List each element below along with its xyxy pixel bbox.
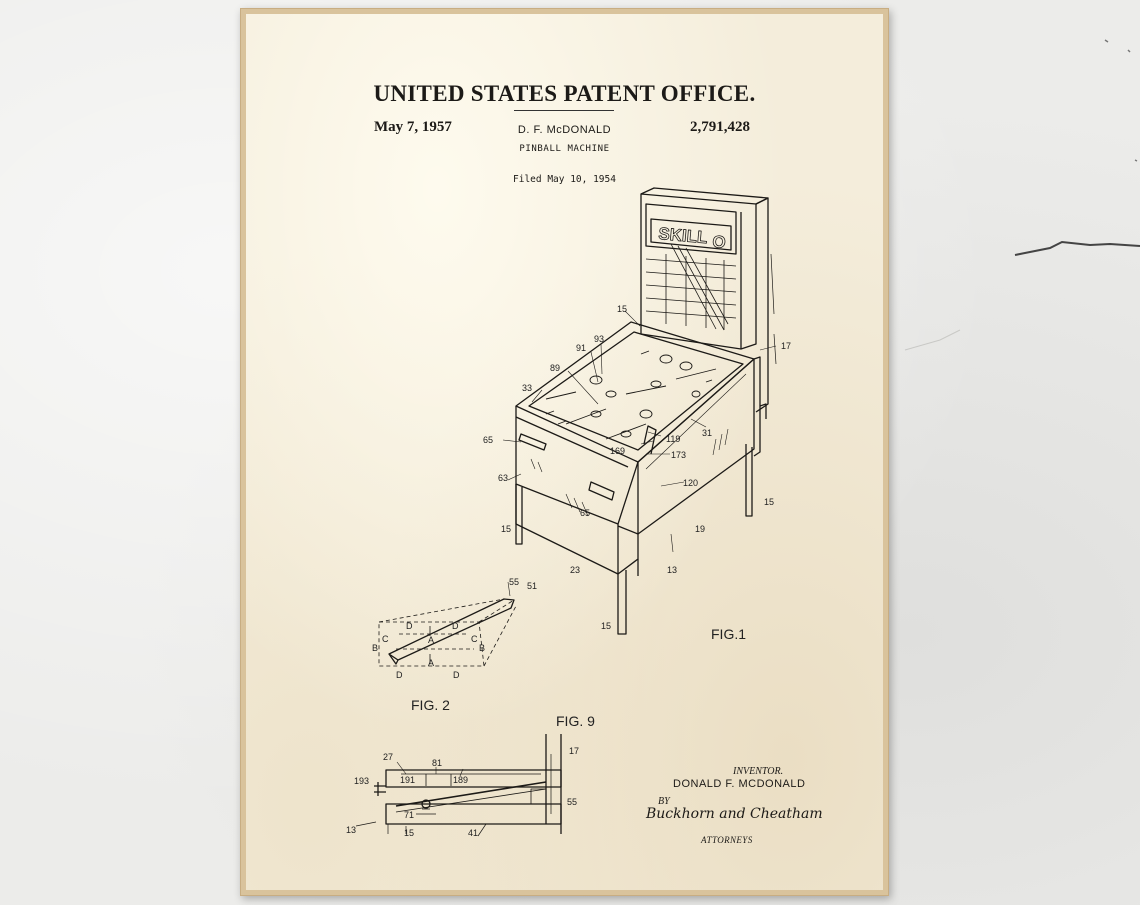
fig2-label: FIG. 2 [411,697,450,713]
backbox-skill-text: SKILL [658,224,709,247]
callout: 15 [601,621,611,631]
attorney-signature: Buckhorn and Cheatham [646,806,823,822]
callout: 27 [383,752,393,762]
callout: 65 [483,435,493,445]
callout: 169 [610,446,625,456]
callout: B [479,643,485,653]
patent-number: 2,791,428 [690,119,750,135]
filed-date: Filed May 10, 1954 [513,174,616,185]
callout: D [396,670,403,680]
callout: 189 [453,775,468,785]
fig2-drawing [378,581,517,667]
callout: 81 [432,758,442,768]
patent-drawing: SKILL O [346,187,791,838]
callout: D [453,670,460,680]
callout: 120 [683,478,698,488]
callout: 17 [781,341,791,351]
inventor-short: D. F. McDONALD [517,124,612,136]
heading-underline [514,110,614,111]
patent-sheet: UNITED STATES PATENT OFFICE. May 7, 1957… [246,14,883,890]
callout: D [406,621,413,631]
callout: 89 [550,363,560,373]
callout: 23 [570,565,580,575]
callout: 93 [594,334,604,344]
invention-title: PINBALL MACHINE [519,144,610,154]
callout: 17 [569,746,579,756]
backbox-zero-text: O [712,232,727,252]
callout: 173 [671,450,686,460]
callout: A [428,658,434,668]
callout: 15 [404,828,414,838]
fig9-label: FIG. 9 [556,713,595,729]
callout: 15 [617,304,627,314]
callout: 91 [576,343,586,353]
callout: 15 [764,497,774,507]
callout: 31 [702,428,712,438]
cabinet [515,321,767,635]
attorneys-title: ATTORNEYS [701,835,753,845]
callout: A [428,635,434,645]
inventor-title: INVENTOR. [733,766,784,777]
by-label: BY [658,796,670,807]
patent-date: May 7, 1957 [374,119,452,135]
poster-frame: UNITED STATES PATENT OFFICE. May 7, 1957… [240,8,889,896]
backbox [640,187,777,413]
callout: 13 [667,565,677,575]
fig1-label: FIG.1 [711,626,746,642]
callout: 33 [522,383,532,393]
callout: 65 [580,508,590,518]
callout: C [471,634,478,644]
callout: 193 [354,776,369,786]
callout: 119 [666,434,680,444]
callout: B [372,643,378,653]
callout: C [382,634,389,644]
patent-office-heading: UNITED STATES PATENT OFFICE. [373,81,756,106]
callout: 41 [468,828,478,838]
callout: 191 [400,775,415,785]
callout: 71 [404,810,414,820]
callout: 13 [346,825,356,835]
callout: 15 [501,524,511,534]
callout: 55 [567,797,577,807]
inventor-name: DONALD F. MCDONALD [673,778,806,790]
fig9-drawing [355,734,562,837]
callout: 51 [527,581,537,591]
callout: 19 [695,524,705,534]
callout: 63 [498,473,508,483]
callout: 55 [509,577,519,587]
callout: D [452,621,459,631]
